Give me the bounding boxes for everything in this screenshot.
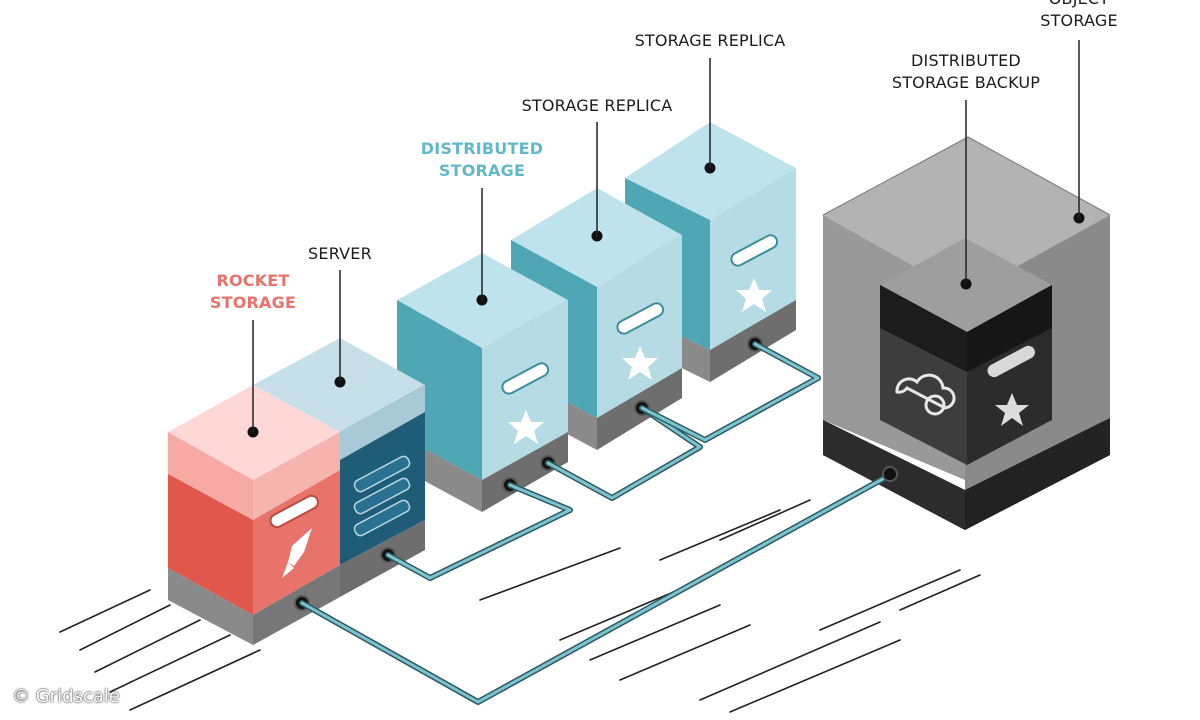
- cables: [299, 341, 898, 705]
- leader-lines: [252, 40, 1080, 432]
- cloud-sync-icon: [895, 373, 956, 416]
- star-icon: [995, 393, 1029, 426]
- server-box: [253, 338, 425, 597]
- distributed-storage-backup-box: [880, 238, 1052, 465]
- rocket-storage-box: [168, 385, 340, 645]
- speed-lines: [59, 499, 981, 713]
- label-server: SERVER: [308, 244, 372, 263]
- label-storage-replica: STORAGE REPLICA: [521, 96, 673, 115]
- label-distributed-storage-backup: DISTRIBUTED STORAGE BACKUP: [891, 51, 1041, 92]
- rocket-icon: [282, 528, 312, 578]
- copyright-text: © Gridscale: [12, 686, 120, 707]
- label-rocket-storage: ROCKET STORAGE: [209, 271, 297, 312]
- label-object-storage: OBJECT STORAGE: [1040, 0, 1118, 30]
- server-rack-icon: [353, 455, 411, 537]
- label-storage-replica-top: STORAGE REPLICA: [634, 31, 786, 50]
- label-distributed-storage: DISTRIBUTED STORAGE: [420, 139, 544, 180]
